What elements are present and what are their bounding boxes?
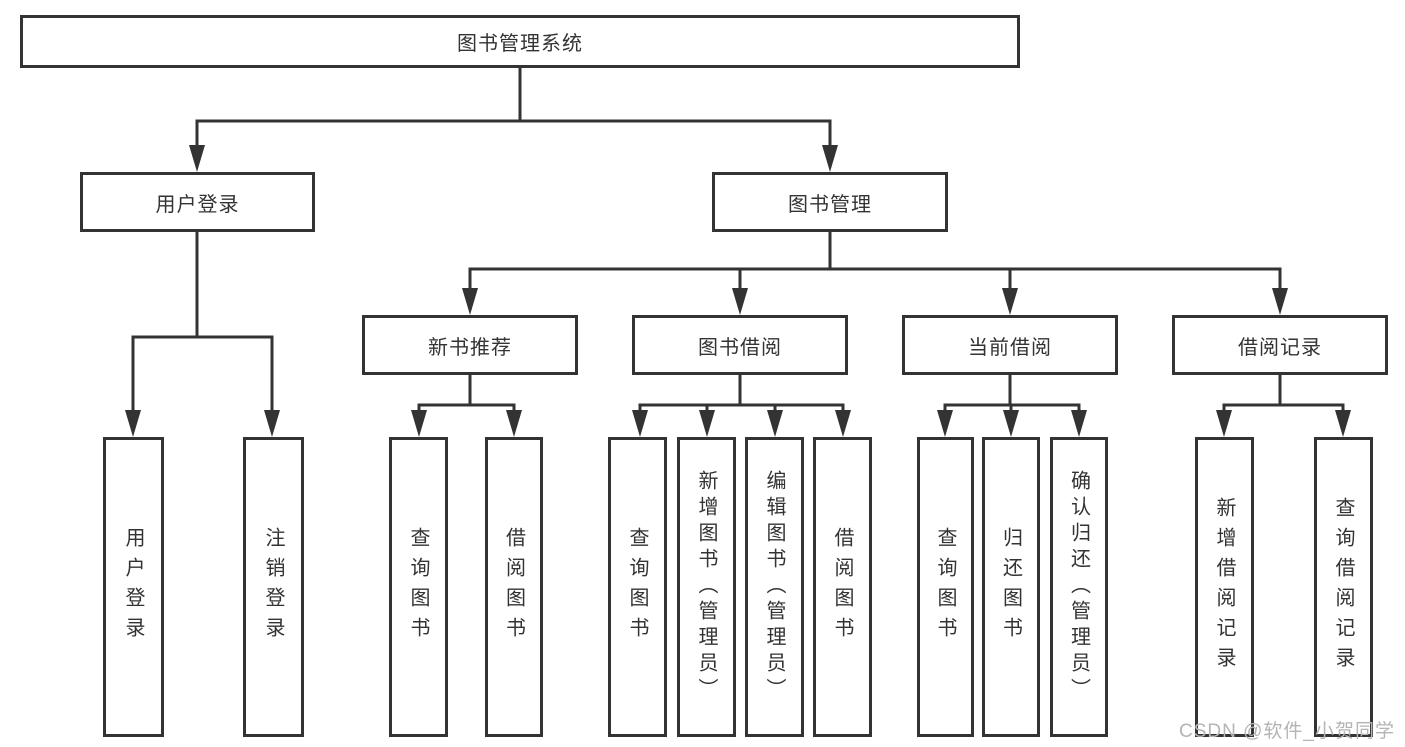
- leaf-add-borrow-record-label: 新增借阅记录: [1213, 497, 1235, 677]
- node-book-management: 图书管理: [712, 172, 948, 232]
- leaf-user-login: 用户登录: [103, 437, 164, 737]
- leaf-query-books-borrow-label: 查询图书: [626, 527, 648, 647]
- node-library-system: 图书管理系统: [20, 15, 1020, 68]
- node-book-borrow-label: 图书借阅: [698, 336, 782, 359]
- node-book-borrow: 图书借阅: [632, 315, 848, 375]
- leaf-confirm-return-admin: 确认归还（管理员）: [1050, 437, 1108, 737]
- leaf-add-books-admin-label: 新增图书（管理员）: [695, 470, 717, 704]
- node-book-management-label: 图书管理: [788, 193, 872, 216]
- leaf-user-login-label: 用户登录: [122, 527, 144, 647]
- leaf-return-books-label: 归还图书: [999, 527, 1022, 647]
- leaf-query-borrow-record-label: 查询借阅记录: [1332, 497, 1354, 677]
- leaf-borrow-books-label: 借阅图书: [831, 527, 853, 647]
- leaf-return-books: 归还图书: [982, 437, 1040, 737]
- leaf-query-books-recommend: 查询图书: [389, 437, 448, 737]
- node-borrow-records-label: 借阅记录: [1238, 336, 1322, 359]
- node-borrow-records: 借阅记录: [1172, 315, 1388, 375]
- leaf-query-borrow-record: 查询借阅记录: [1314, 437, 1373, 737]
- leaf-borrow-books-recommend-label: 借阅图书: [502, 527, 525, 647]
- leaf-query-books-recommend-label: 查询图书: [407, 527, 429, 647]
- csdn-watermark: CSDN @软件_小贺同学: [1179, 721, 1395, 742]
- node-new-book-recommend: 新书推荐: [362, 315, 578, 375]
- leaf-logout-label: 注销登录: [262, 527, 284, 647]
- leaf-edit-books-admin: 编辑图书（管理员）: [745, 437, 804, 737]
- leaf-borrow-books: 借阅图书: [813, 437, 872, 737]
- leaf-add-borrow-record: 新增借阅记录: [1195, 437, 1254, 737]
- node-user-login-label: 用户登录: [155, 193, 240, 216]
- leaf-query-books-borrow: 查询图书: [608, 437, 667, 737]
- node-library-system-label: 图书管理系统: [457, 33, 583, 55]
- leaf-add-books-admin: 新增图书（管理员）: [677, 437, 736, 737]
- leaf-confirm-return-admin-label: 确认归还（管理员）: [1067, 470, 1090, 704]
- leaf-query-books-current: 查询图书: [917, 437, 974, 737]
- node-current-borrow: 当前借阅: [902, 315, 1118, 375]
- node-user-login: 用户登录: [80, 172, 315, 232]
- leaf-edit-books-admin-label: 编辑图书（管理员）: [763, 470, 785, 704]
- leaf-query-books-current-label: 查询图书: [934, 527, 956, 647]
- node-current-borrow-label: 当前借阅: [968, 336, 1052, 359]
- node-new-book-recommend-label: 新书推荐: [428, 336, 512, 359]
- leaf-borrow-books-recommend: 借阅图书: [485, 437, 543, 737]
- leaf-logout: 注销登录: [243, 437, 304, 737]
